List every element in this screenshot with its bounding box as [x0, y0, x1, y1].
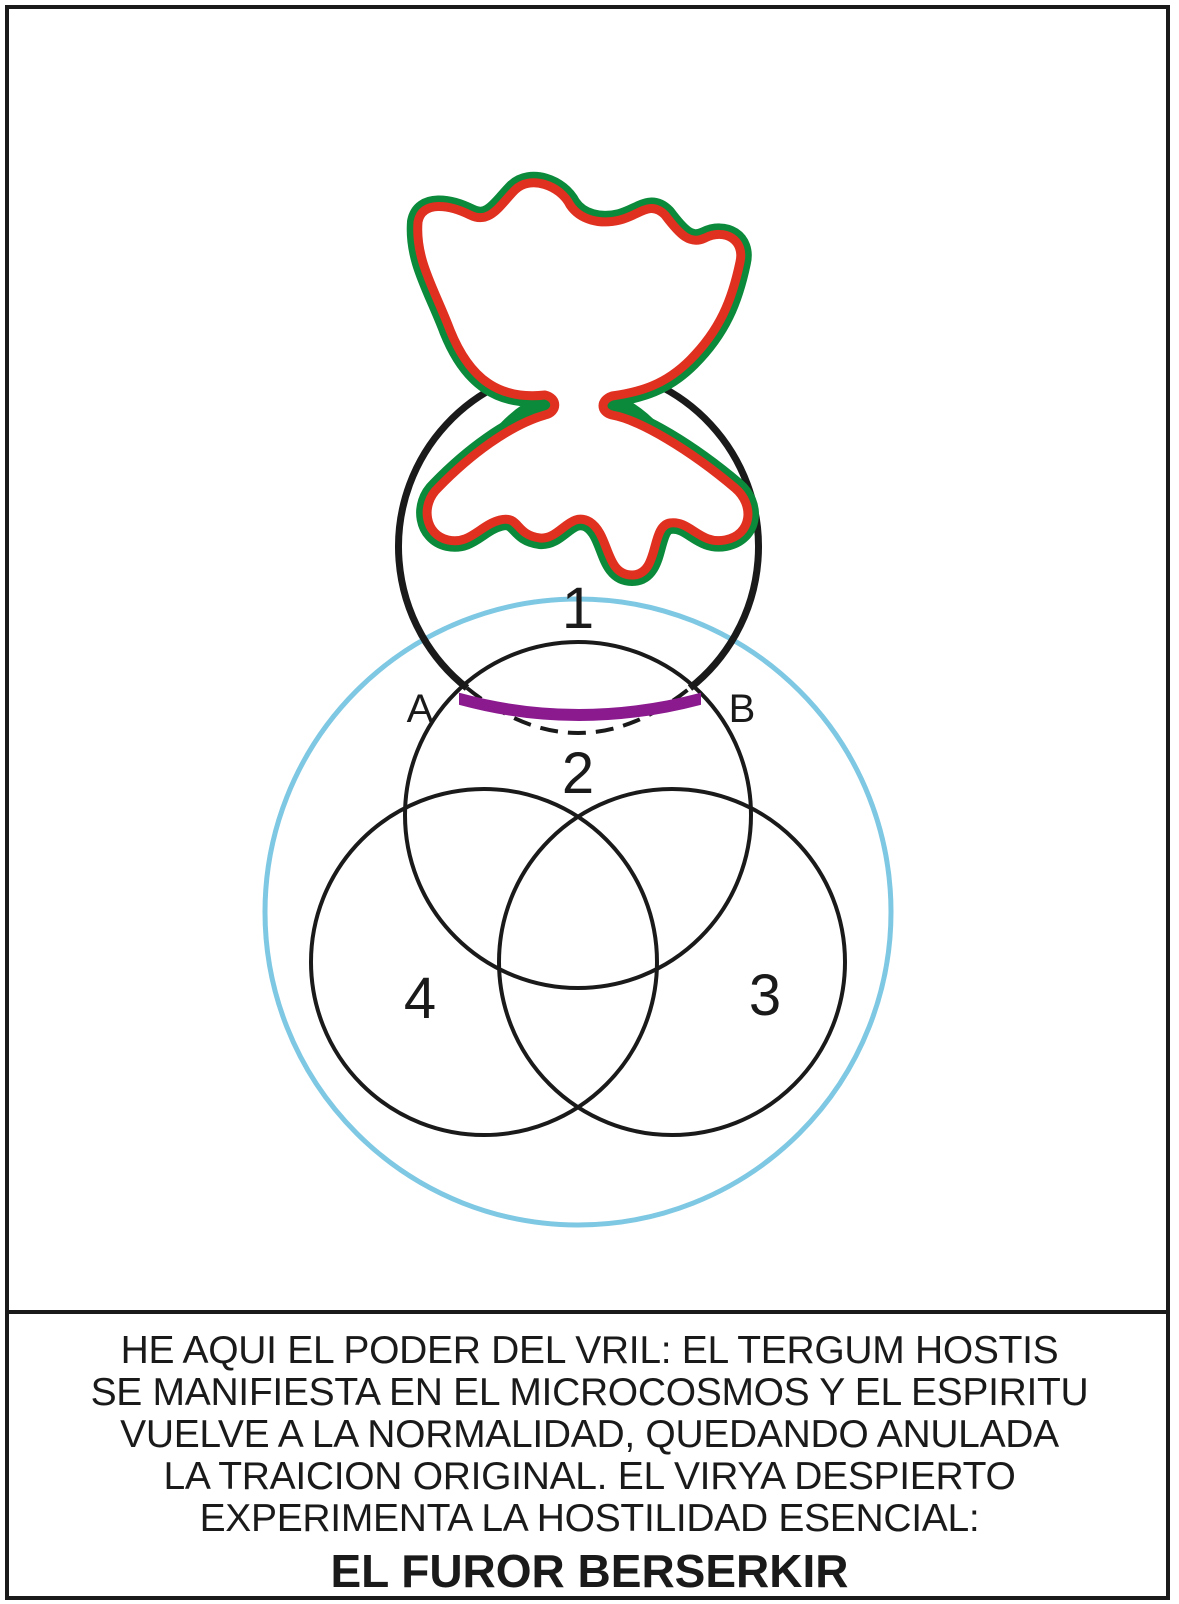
caption-line: SE MANIFIESTA EN EL MICROCOSMOS Y EL ESP… — [9, 1372, 1170, 1414]
tergum-shape — [418, 183, 748, 575]
label-point-b: B — [729, 687, 756, 731]
label-region-2: 2 — [562, 741, 594, 806]
caption-line: VUELVE A LA NORMALIDAD, QUEDANDO ANULADA — [9, 1414, 1170, 1456]
label-region-1: 1 — [562, 576, 594, 641]
caption-line: LA TRAICION ORIGINAL. EL VIRYA DESPIERTO — [9, 1456, 1170, 1498]
caption-line: EXPERIMENTA LA HOSTILIDAD ESENCIAL: — [9, 1498, 1170, 1540]
outer-circle — [265, 599, 891, 1225]
arc-a-b — [460, 694, 700, 720]
caption-line: HE AQUI EL PODER DEL VRIL: EL TERGUM HOS… — [9, 1330, 1170, 1372]
caption-headline: EL FUROR BERSERKIR — [9, 1544, 1170, 1598]
caption-divider — [5, 1310, 1170, 1314]
label-region-4: 4 — [404, 966, 436, 1031]
diagram: 1 2 3 4 A B — [0, 0, 1179, 1310]
caption: HE AQUI EL PODER DEL VRIL: EL TERGUM HOS… — [9, 1330, 1170, 1598]
label-point-a: A — [407, 687, 434, 731]
label-region-3: 3 — [749, 963, 781, 1028]
